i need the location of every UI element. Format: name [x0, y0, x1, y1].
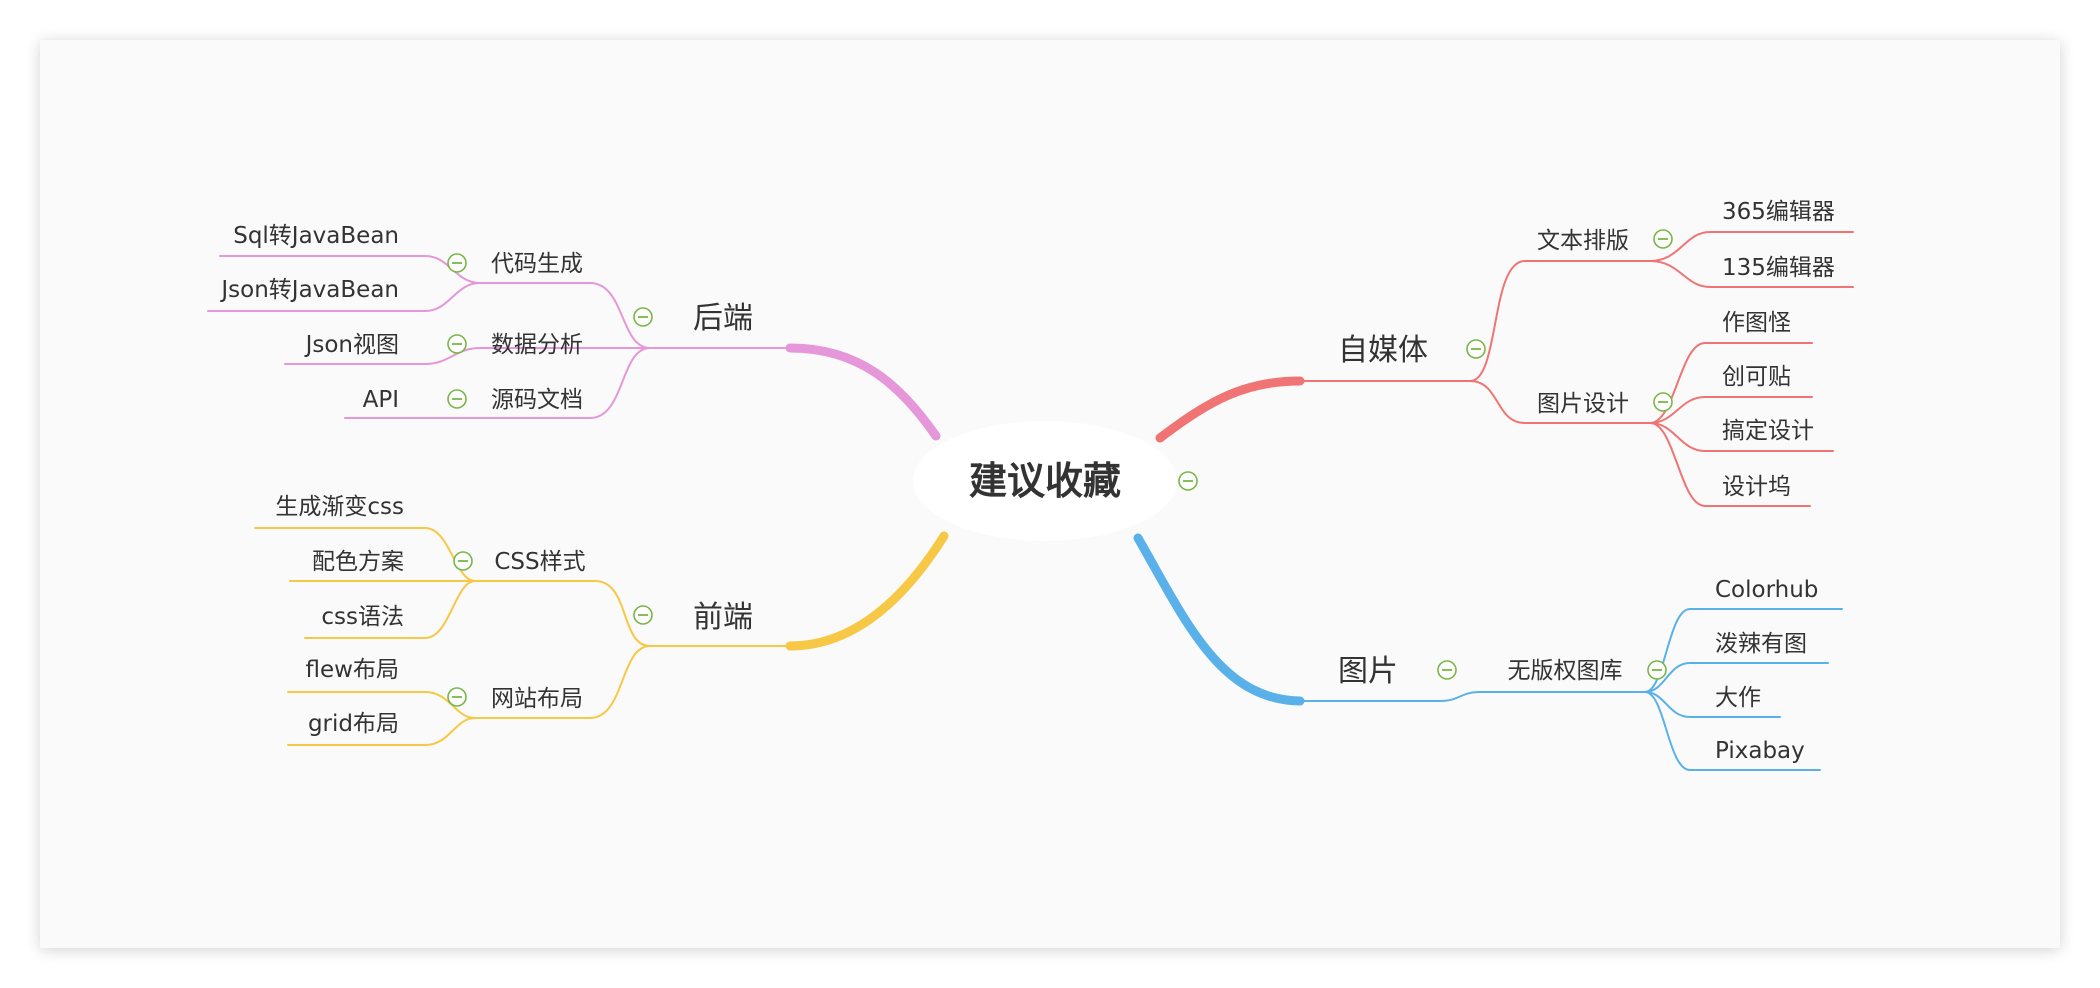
text-layout-collapse-icon[interactable]: [1653, 229, 1673, 249]
code-generation-collapse-icon[interactable]: [447, 253, 467, 273]
branch-media[interactable]: 自媒体: [1338, 333, 1428, 368]
edge-design-leaf2: [1649, 396, 1813, 424]
root-collapse-icon[interactable]: [1178, 471, 1198, 491]
edge-backend-codegen: [479, 282, 651, 349]
edge-design-leaf4: [1649, 422, 1811, 507]
source-docs-collapse-icon[interactable]: [447, 389, 467, 409]
leaf-135-editor[interactable]: 135编辑器: [1722, 255, 1835, 281]
edge-css-leaf3: [304, 580, 476, 639]
root-title: 建议收藏: [969, 459, 1121, 503]
branch-images[interactable]: 图片: [1338, 654, 1398, 689]
node-code-generation[interactable]: 代码生成: [491, 251, 583, 277]
edge-css-leaf1: [254, 527, 476, 582]
leaf-json-view[interactable]: Json视图: [304, 332, 399, 358]
leaf-grid-layout[interactable]: grid布局: [308, 711, 399, 737]
leaf-gradient-css[interactable]: 生成渐变css: [275, 494, 404, 520]
edge-stock-leaf3: [1644, 691, 1781, 718]
leaf-chuangketie[interactable]: 创可贴: [1722, 364, 1791, 390]
node-data-analysis[interactable]: 数据分析: [491, 332, 583, 358]
edge-root-frontend: [785, 531, 949, 651]
edge-analysis-leaf: [284, 347, 481, 365]
leaf-gaoding[interactable]: 搞定设计: [1722, 418, 1814, 444]
connector-lines: [207, 231, 1854, 771]
edge-design-leaf1: [1649, 342, 1813, 424]
leaf-pixabay[interactable]: Pixabay: [1715, 738, 1805, 764]
edge-images-stock: [1439, 691, 1646, 702]
edge-stock-leaf4: [1644, 691, 1821, 771]
edge-design-leaf3: [1649, 422, 1834, 452]
node-text-layout[interactable]: 文本排版: [1537, 228, 1629, 254]
edge-media-text: [1469, 260, 1651, 382]
node-image-design[interactable]: 图片设计: [1537, 391, 1629, 417]
root-node[interactable]: 建议收藏: [913, 421, 1177, 541]
leaf-css-syntax[interactable]: css语法: [321, 604, 404, 630]
media-collapse-icon[interactable]: [1466, 339, 1486, 359]
images-collapse-icon[interactable]: [1437, 660, 1457, 680]
leaf-flex-layout[interactable]: flew布局: [306, 657, 399, 683]
node-site-layout[interactable]: 网站布局: [491, 686, 583, 712]
node-source-docs[interactable]: 源码文档: [491, 387, 583, 413]
css-styles-collapse-icon[interactable]: [453, 551, 473, 571]
edge-root-backend: [785, 343, 941, 441]
edge-backend-docs: [479, 347, 651, 419]
branch-backend[interactable]: 后端: [693, 301, 753, 336]
branch-frontend[interactable]: 前端: [693, 600, 753, 635]
frontend-collapse-icon[interactable]: [633, 605, 653, 625]
leaf-zuotuguai[interactable]: 作图怪: [1722, 310, 1791, 336]
edge-layout-leaf2: [287, 717, 476, 746]
edge-frontend-layout: [474, 645, 651, 719]
edge-text-leaf1: [1649, 231, 1854, 262]
edge-codegen-leaf2: [207, 282, 481, 312]
edge-stock-leaf2: [1644, 662, 1829, 693]
node-css-styles[interactable]: CSS样式: [494, 549, 585, 575]
site-layout-collapse-icon[interactable]: [447, 687, 467, 707]
leaf-json-to-javabean[interactable]: Json转JavaBean: [219, 277, 399, 303]
image-design-collapse-icon[interactable]: [1653, 392, 1673, 412]
leaf-colorhub[interactable]: Colorhub: [1715, 577, 1818, 603]
backend-collapse-icon[interactable]: [633, 307, 653, 327]
edge-text-leaf2: [1649, 260, 1854, 288]
leaf-365-editor[interactable]: 365编辑器: [1722, 199, 1835, 225]
free-stock-collapse-icon[interactable]: [1647, 660, 1667, 680]
leaf-shejiwu[interactable]: 设计坞: [1722, 474, 1791, 500]
edge-root-images: [1133, 533, 1305, 706]
edge-root-media: [1155, 376, 1305, 443]
leaf-sql-to-javabean[interactable]: Sql转JavaBean: [233, 223, 399, 249]
edge-media-design: [1469, 380, 1651, 424]
leaf-color-scheme[interactable]: 配色方案: [312, 549, 404, 575]
node-free-stock[interactable]: 无版权图库: [1508, 658, 1623, 684]
leaf-polayoutu[interactable]: 泼辣有图: [1715, 631, 1807, 657]
leaf-api[interactable]: API: [363, 387, 399, 413]
root-bubble: [913, 421, 1177, 541]
edge-stock-leaf1: [1644, 608, 1843, 693]
data-analysis-collapse-icon[interactable]: [447, 334, 467, 354]
leaf-dazuo[interactable]: 大作: [1715, 685, 1761, 711]
edge-frontend-css: [474, 580, 651, 647]
